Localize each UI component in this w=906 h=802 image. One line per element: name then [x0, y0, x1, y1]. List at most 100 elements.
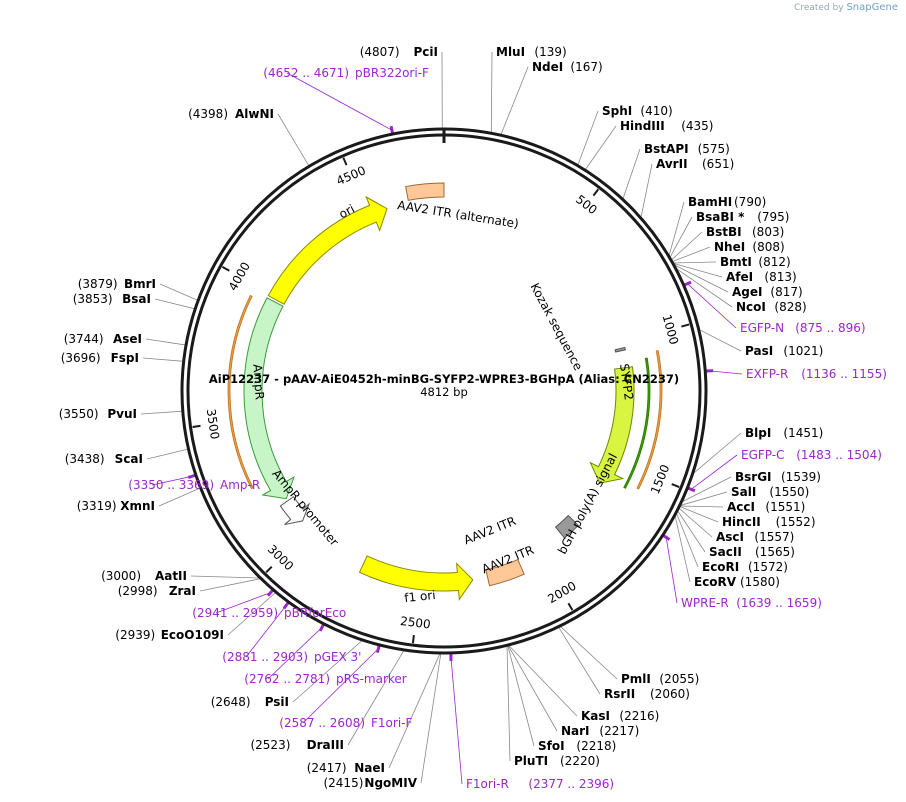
enzyme-name-ncoi[interactable]: NcoI	[736, 300, 766, 314]
enzyme-name-ndei[interactable]: NdeI	[532, 60, 563, 74]
primer-name-f1ori-f[interactable]: F1ori-F	[371, 716, 412, 730]
primer-name-exfp-r[interactable]: EXFP-R	[746, 367, 788, 381]
enzyme-name-afei[interactable]: AfeI	[726, 270, 753, 284]
enzyme-name-bamhi[interactable]: BamHI	[688, 195, 732, 209]
leader-pasi	[698, 328, 742, 352]
enzyme-pos-sphi: (410)	[640, 104, 672, 118]
enzyme-name-sphi[interactable]: SphI	[602, 104, 632, 118]
enzyme-name-agei[interactable]: AgeI	[732, 285, 762, 299]
enzyme-name-pasi[interactable]: PasI	[745, 344, 773, 358]
enzyme-pos-nari: (2217)	[599, 724, 639, 738]
enzyme-name-pluti[interactable]: PluTI	[514, 754, 548, 768]
primer-name-pbrforeco[interactable]: pBRforEco	[284, 606, 346, 620]
plasmid-title: AiP12237 - pAAV-AiE0452h-minBG-SYFP2-WPR…	[209, 372, 679, 386]
enzyme-name-hindiii[interactable]: HindIII	[620, 119, 665, 133]
feature-kozak-sequence-9[interactable]	[614, 346, 626, 353]
enzyme-name-nhei[interactable]: NheI	[714, 240, 745, 254]
feature-f1-ori-6[interactable]	[358, 555, 474, 601]
enzyme-name-bmri[interactable]: BmrI	[124, 277, 156, 291]
enzyme-pos-aatii: (3000)	[101, 569, 141, 583]
enzyme-name-kasi[interactable]: KasI	[581, 709, 610, 723]
enzyme-name-bmti[interactable]: BmtI	[720, 255, 752, 269]
tick-label-2000: 2000	[545, 579, 578, 607]
enzyme-name-bsrgi[interactable]: BsrGI	[735, 470, 772, 484]
leader-bmri	[159, 283, 199, 301]
tick-label-4500: 4500	[334, 163, 368, 188]
enzyme-name-ecoo109i[interactable]: EcoO109I	[161, 628, 224, 642]
feature-ampr-8[interactable]	[243, 297, 295, 500]
primer-leader-egfp-n	[687, 283, 737, 329]
primer-leader-f1ori-r	[450, 656, 463, 785]
enzyme-name-asei[interactable]: AseI	[113, 332, 142, 346]
enzyme-name-zrai[interactable]: ZraI	[169, 584, 196, 598]
enzyme-name-nari[interactable]: NarI	[561, 724, 590, 738]
leader-scai	[146, 448, 189, 460]
feature-ampr-promoter-7[interactable]	[279, 496, 311, 526]
leader-mlui	[490, 51, 493, 134]
primer-name-prs-marker[interactable]: pRS-marker	[336, 672, 407, 686]
enzyme-name-alwni[interactable]: AlwNI	[235, 107, 274, 121]
enzyme-name-mlui[interactable]: MluI	[496, 45, 525, 59]
primer-track-orange-left	[227, 294, 254, 490]
feature-syfp2-2[interactable]	[589, 366, 635, 484]
enzyme-name-pvui[interactable]: PvuI	[107, 407, 137, 421]
enzyme-name-draiii[interactable]: DraIII	[307, 738, 344, 752]
primer-leader-pgex-3	[245, 604, 287, 658]
leader-pluti	[506, 645, 511, 762]
enzyme-name-hincii[interactable]: HincII	[722, 515, 761, 529]
enzyme-name-psii[interactable]: PsiI	[265, 695, 289, 709]
feature-aav2-itr-4[interactable]	[485, 558, 525, 587]
enzyme-name-asci[interactable]: AscI	[716, 530, 744, 544]
enzyme-name-acci[interactable]: AccI	[727, 500, 755, 514]
primer-name-pbr322ori-f[interactable]: pBR322ori-F	[355, 66, 429, 80]
enzyme-name-fspi[interactable]: FspI	[111, 351, 139, 365]
enzyme-pos-pasi: (1021)	[783, 344, 823, 358]
primer-range-egfp-n: (875 .. 896)	[795, 321, 865, 335]
enzyme-name-avrii[interactable]: AvrII	[656, 157, 688, 171]
primer-name-f1ori-r[interactable]: F1ori-R	[466, 777, 509, 791]
enzyme-name-aatii[interactable]: AatII	[155, 569, 187, 583]
primer-name-wpre-r[interactable]: WPRE-R	[681, 596, 729, 610]
enzyme-pos-hincii: (1552)	[776, 515, 816, 529]
enzyme-name-bstbi[interactable]: BstBI	[706, 225, 742, 239]
feature-ori-0[interactable]	[267, 195, 388, 305]
enzyme-name-pmli[interactable]: PmlI	[621, 672, 651, 686]
leader-bstbi	[670, 231, 703, 261]
enzyme-name-scai[interactable]: ScaI	[115, 452, 143, 466]
enzyme-name-sacii[interactable]: SacII	[709, 545, 742, 559]
enzyme-name-ngomiv[interactable]: NgoMIV	[364, 776, 417, 790]
enzyme-name-pcii[interactable]: PciI	[414, 45, 439, 59]
enzyme-name-rsrii[interactable]: RsrII	[604, 687, 635, 701]
feature-aav2-itr-alternate-1[interactable]	[405, 182, 445, 201]
leader-agei	[673, 264, 729, 293]
enzyme-name-ecori[interactable]: EcoRI	[702, 560, 739, 574]
leader-fspi	[142, 357, 184, 362]
primer-name-amp-r[interactable]: Amp-R	[220, 478, 260, 492]
enzyme-name-xmni[interactable]: XmnI	[120, 499, 155, 513]
enzyme-pos-blpi: (1451)	[783, 426, 823, 440]
enzyme-name-bstapi[interactable]: BstAPI	[644, 142, 689, 156]
leader-sali	[679, 491, 728, 507]
enzyme-pos-ndei: (167)	[570, 60, 602, 74]
feature-bgh-poly-a-signal-3[interactable]	[554, 514, 579, 539]
leader-draiii	[347, 649, 405, 746]
enzyme-pos-fspi: (3696)	[61, 351, 101, 365]
enzyme-pos-bsrgi: (1539)	[781, 470, 821, 484]
enzyme-name-bsai[interactable]: BsaI	[122, 292, 151, 306]
primer-name-egfp-n[interactable]: EGFP-N	[740, 321, 784, 335]
enzyme-pos-bsai: (3853)	[73, 292, 113, 306]
enzyme-name-sali[interactable]: SalI	[731, 485, 756, 499]
leader-kasi	[508, 644, 578, 717]
enzyme-pos-naei: (2417)	[307, 761, 347, 775]
primer-range-pbr322ori-f: (4652 .. 4671)	[263, 66, 349, 80]
enzyme-name-ecorv[interactable]: EcoRV	[694, 575, 737, 589]
enzyme-pos-sacii: (1565)	[755, 545, 795, 559]
enzyme-name-bsabi[interactable]: BsaBI *	[696, 210, 745, 224]
enzyme-name-blpi[interactable]: BlpI	[745, 426, 771, 440]
primer-name-egfp-c[interactable]: EGFP-C	[741, 448, 784, 462]
primer-name-pgex-3[interactable]: pGEX 3'	[314, 650, 361, 664]
tick-mark-4500	[342, 157, 348, 166]
enzyme-name-sfoi[interactable]: SfoI	[538, 739, 565, 753]
snapgene-credit: Created by SnapGene	[794, 2, 898, 13]
enzyme-name-naei[interactable]: NaeI	[354, 761, 385, 775]
